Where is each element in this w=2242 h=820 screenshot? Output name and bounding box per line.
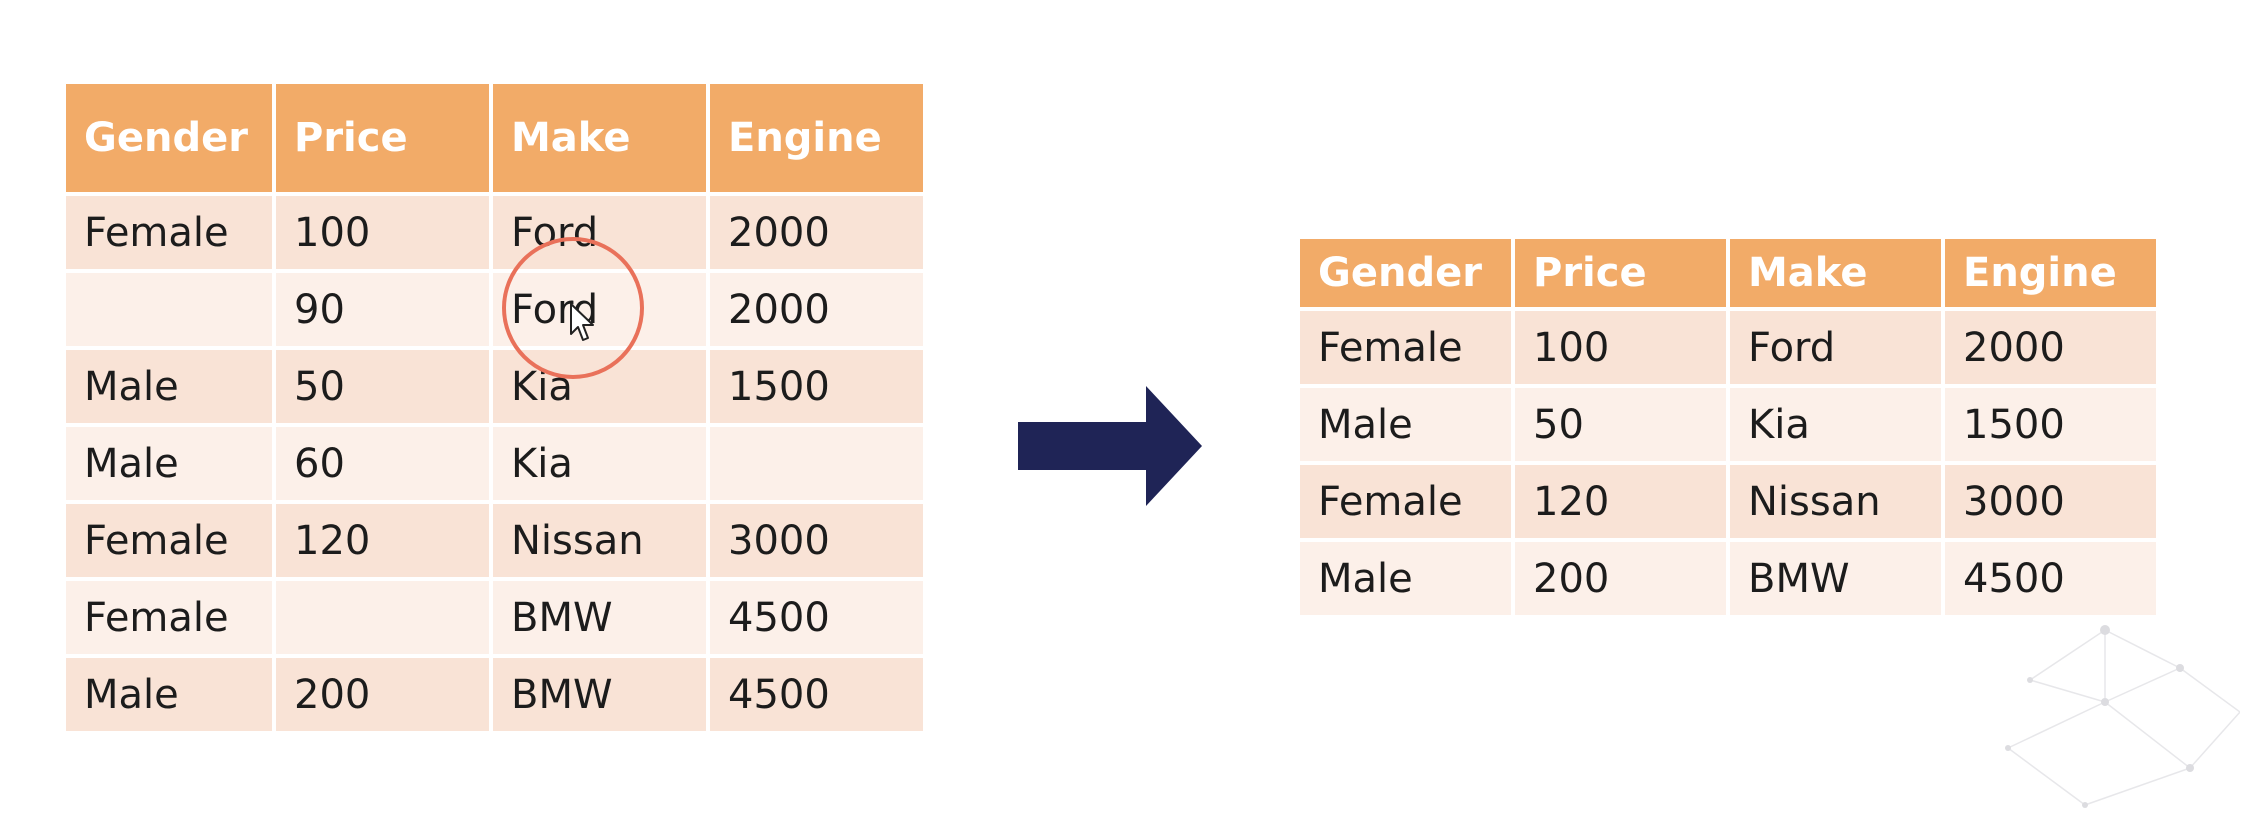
cell-engine — [710, 427, 923, 500]
cell-engine: 2000 — [1945, 311, 2156, 384]
cell-price: 100 — [1515, 311, 1726, 384]
cell-engine: 4500 — [710, 658, 923, 731]
cell-gender — [66, 273, 272, 346]
cell-gender: Male — [66, 658, 272, 731]
cell-price — [276, 581, 489, 654]
cell-price: 200 — [276, 658, 489, 731]
cell-price: 120 — [1515, 465, 1726, 538]
cell-make: Ford — [493, 273, 706, 346]
header-price: Price — [1515, 239, 1726, 307]
table-row: Female 120 Nissan 3000 — [1300, 465, 2156, 538]
cell-engine: 2000 — [710, 273, 923, 346]
cell-make: BMW — [1730, 542, 1941, 615]
right-data-table: Gender Price Make Engine Female 100 Ford… — [1296, 235, 2160, 619]
cell-make: Ford — [1730, 311, 1941, 384]
cell-engine: 4500 — [710, 581, 923, 654]
cell-gender: Male — [66, 427, 272, 500]
cell-engine: 1500 — [710, 350, 923, 423]
table-row: Female 100 Ford 2000 — [1300, 311, 2156, 384]
cell-engine: 1500 — [1945, 388, 2156, 461]
table-row: Male 60 Kia — [66, 427, 923, 500]
table-row: 90 Ford 2000 — [66, 273, 923, 346]
cell-engine: 2000 — [710, 196, 923, 269]
table-row: Female 120 Nissan 3000 — [66, 504, 923, 577]
cell-engine: 3000 — [1945, 465, 2156, 538]
header-row: Gender Price Make Engine — [1300, 239, 2156, 307]
cell-make: Kia — [493, 427, 706, 500]
cell-price: 60 — [276, 427, 489, 500]
left-data-table: Gender Price Make Engine Female 100 Ford… — [62, 80, 927, 735]
cell-gender: Male — [1300, 388, 1511, 461]
header-row: Gender Price Make Engine — [66, 84, 923, 192]
cell-gender: Female — [1300, 311, 1511, 384]
header-make: Make — [1730, 239, 1941, 307]
header-gender: Gender — [1300, 239, 1511, 307]
cell-gender: Female — [66, 581, 272, 654]
mouse-pointer-icon — [570, 303, 594, 341]
cell-make: BMW — [493, 581, 706, 654]
cell-price: 100 — [276, 196, 489, 269]
table-row: Male 200 BMW 4500 — [66, 658, 923, 731]
cell-engine: 3000 — [710, 504, 923, 577]
cell-gender: Male — [1300, 542, 1511, 615]
table-row: Female 100 Ford 2000 — [66, 196, 923, 269]
header-engine: Engine — [710, 84, 923, 192]
right-arrow-icon — [1018, 386, 1202, 506]
cell-engine: 4500 — [1945, 542, 2156, 615]
table-row: Male 50 Kia 1500 — [1300, 388, 2156, 461]
cell-gender: Female — [66, 196, 272, 269]
cell-gender: Male — [66, 350, 272, 423]
header-gender: Gender — [66, 84, 272, 192]
cell-price: 200 — [1515, 542, 1726, 615]
click-highlight-ring — [502, 237, 644, 379]
table-row: Male 50 Kia 1500 — [66, 350, 923, 423]
cell-make: Nissan — [1730, 465, 1941, 538]
header-engine: Engine — [1945, 239, 2156, 307]
cell-gender: Female — [66, 504, 272, 577]
cell-price: 120 — [276, 504, 489, 577]
header-price: Price — [276, 84, 489, 192]
cell-make: Nissan — [493, 504, 706, 577]
table-row: Male 200 BMW 4500 — [1300, 542, 2156, 615]
network-decoration — [2005, 625, 2240, 808]
table-row: Female BMW 4500 — [66, 581, 923, 654]
cell-gender: Female — [1300, 465, 1511, 538]
cell-price: 50 — [276, 350, 489, 423]
header-make: Make — [493, 84, 706, 192]
cell-price: 90 — [276, 273, 489, 346]
cell-make: BMW — [493, 658, 706, 731]
cell-make: Kia — [1730, 388, 1941, 461]
cell-price: 50 — [1515, 388, 1726, 461]
